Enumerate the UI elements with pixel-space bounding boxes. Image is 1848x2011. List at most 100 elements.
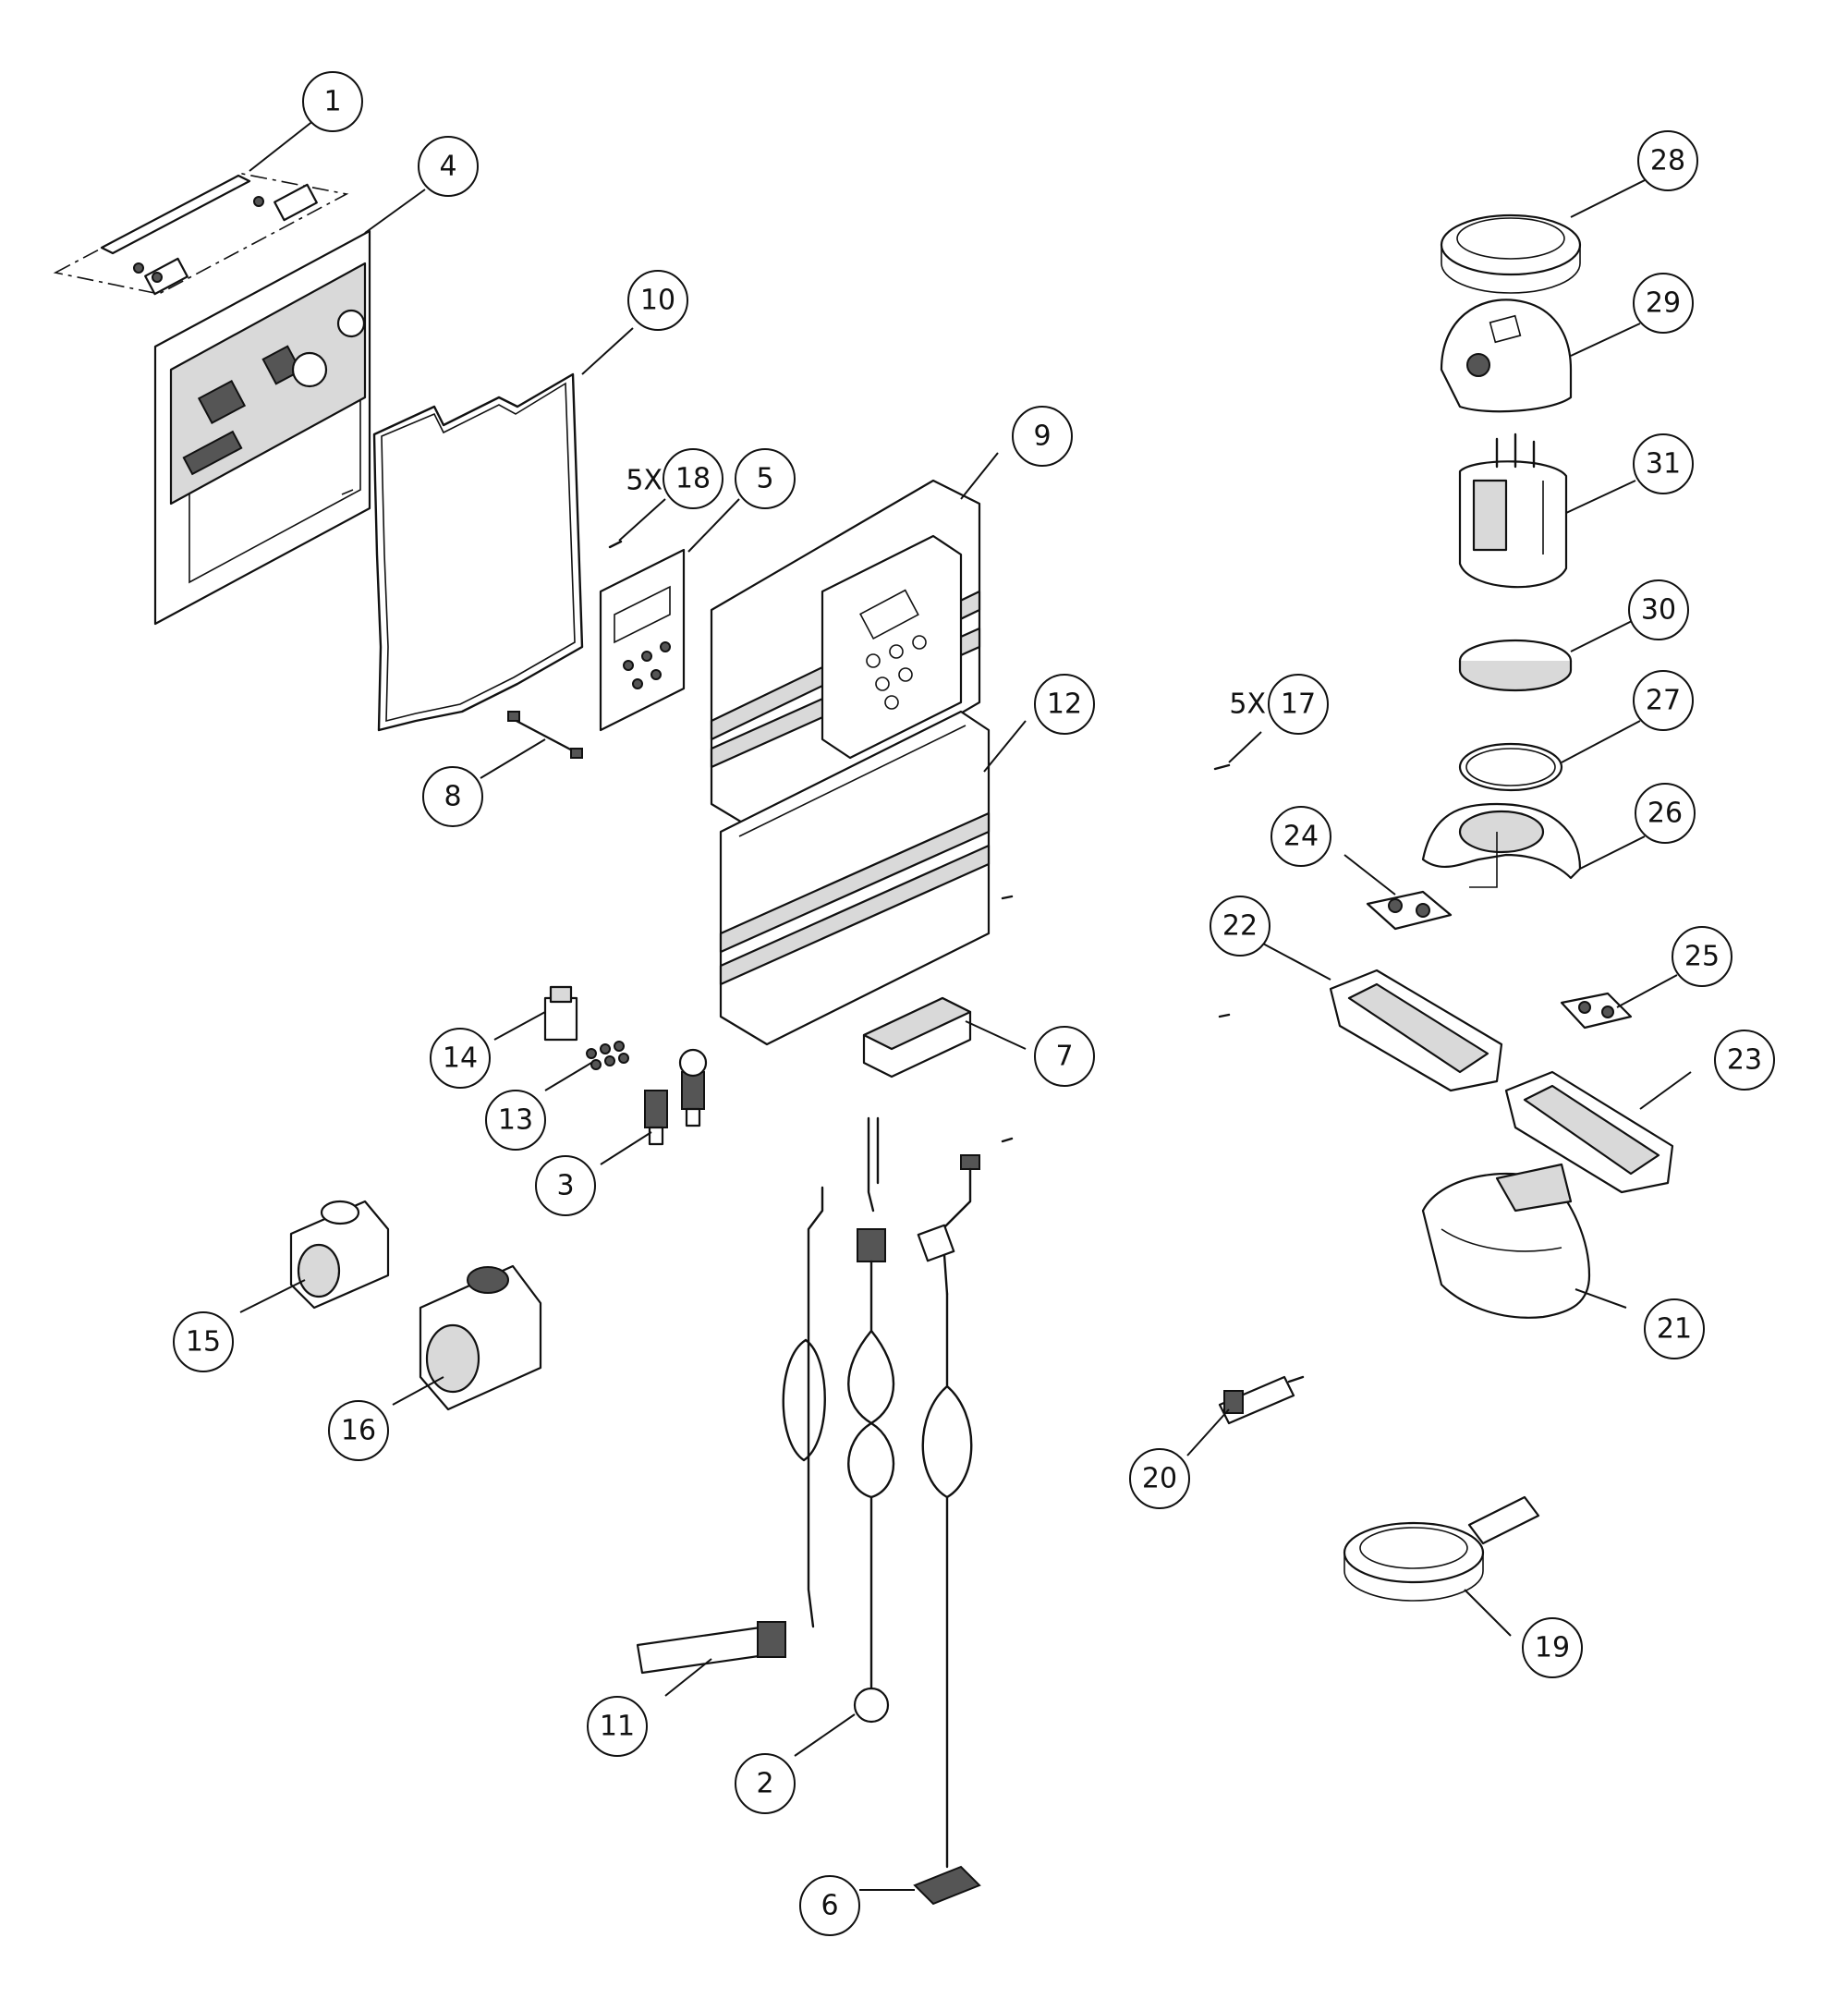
balloon-label: 15: [186, 1326, 221, 1359]
leader-19: [1464, 1589, 1512, 1637]
balloon-label: 14: [443, 1042, 478, 1075]
leader-13: [544, 1062, 592, 1091]
part-temperature-probe: [636, 1186, 826, 1675]
part-fitting: [543, 985, 578, 1042]
balloon-29: 29: [1633, 273, 1694, 334]
leader-18: [618, 498, 666, 542]
balloon-label: 17: [1281, 689, 1316, 721]
balloon-label: 8: [444, 781, 461, 813]
leader-16: [392, 1376, 444, 1406]
part-gasket: [372, 372, 584, 732]
balloon-label: 19: [1535, 1632, 1570, 1664]
leader-1: [249, 119, 315, 172]
part-o-rings: [586, 1041, 629, 1070]
balloon-13: 13: [485, 1090, 546, 1151]
balloon-12: 12: [1034, 674, 1095, 735]
leader-4: [364, 189, 426, 234]
balloon-label: 12: [1047, 689, 1082, 721]
leader-8: [480, 738, 546, 779]
balloon-label: 7: [1055, 1041, 1073, 1073]
balloon-27: 27: [1633, 670, 1694, 731]
balloon-7: 7: [1034, 1026, 1095, 1087]
balloon-label: 1: [323, 86, 341, 118]
balloon-9: 9: [1012, 406, 1073, 467]
leader-9: [960, 452, 999, 500]
balloon-19: 19: [1522, 1617, 1583, 1678]
balloon-16: 16: [328, 1400, 389, 1461]
balloon-14: 14: [430, 1028, 491, 1089]
part-power-cable: [847, 1116, 895, 1724]
balloon-25: 25: [1672, 926, 1732, 987]
balloon-label: 3: [556, 1170, 574, 1202]
balloon-label: 24: [1283, 821, 1319, 853]
leader-20: [1186, 1408, 1230, 1456]
part-display-board: [599, 548, 686, 732]
leader-15: [239, 1279, 306, 1313]
balloon-label: 13: [498, 1104, 533, 1137]
balloon-6: 6: [799, 1875, 860, 1936]
part-half-shell-22: [1329, 969, 1503, 1092]
part-union-nut: [1343, 1495, 1540, 1602]
balloon-31: 31: [1633, 433, 1694, 494]
leader-2: [794, 1713, 856, 1757]
part-flow-sensor-cable: [913, 1154, 981, 1906]
balloon-label: 16: [341, 1415, 376, 1447]
balloon-21: 21: [1644, 1298, 1705, 1359]
balloon-label: 20: [1142, 1463, 1177, 1495]
balloon-label: 27: [1646, 685, 1681, 717]
balloon-label: 21: [1657, 1313, 1692, 1346]
leader-21: [1574, 1288, 1627, 1309]
balloon-20: 20: [1129, 1448, 1190, 1509]
part-front-cover: [710, 479, 981, 834]
leader-11: [664, 1658, 712, 1697]
balloon-label: 30: [1641, 594, 1676, 627]
balloon-label: 11: [600, 1711, 635, 1743]
balloon-8: 8: [422, 766, 483, 827]
part-cell-body: [1421, 1163, 1591, 1319]
part-control-board-panel: [153, 229, 371, 626]
part-ribbon-cable: [507, 711, 583, 759]
leader-23: [1639, 1071, 1692, 1110]
balloon-label: 10: [640, 285, 675, 317]
leader-25: [1616, 974, 1678, 1008]
leader-17: [1228, 731, 1262, 763]
balloon-label: 25: [1684, 941, 1720, 973]
balloon-label: 2: [756, 1768, 773, 1800]
part-small-screws: [1001, 895, 1231, 1143]
part-cable-glands: [644, 1048, 708, 1146]
leader-5: [687, 498, 740, 553]
part-lower-cover: [719, 710, 991, 1046]
leader-30: [1570, 618, 1636, 652]
balloon-label: 9: [1033, 420, 1051, 453]
balloon-2: 2: [735, 1753, 796, 1814]
balloon-18: 18 5X: [626, 448, 723, 509]
leader-lines: [239, 119, 1692, 1891]
part-screw-18: [608, 540, 623, 549]
leader-22: [1260, 942, 1331, 981]
balloon-label: 18: [675, 463, 711, 495]
part-flow-switch: [1218, 1375, 1305, 1425]
balloon-30: 30: [1628, 579, 1689, 640]
leader-10: [581, 327, 634, 375]
leader-14: [493, 1011, 546, 1041]
part-cell-housing-top: [1421, 802, 1582, 888]
leader-26: [1579, 835, 1646, 870]
leader-7: [965, 1020, 1027, 1050]
leader-27: [1561, 720, 1641, 763]
balloon-17: 17 5X: [1229, 674, 1329, 735]
balloon-15: 15: [173, 1311, 234, 1372]
part-electrode-cell: [1458, 433, 1568, 589]
balloon-1: 1: [302, 71, 363, 132]
balloon-24: 24: [1270, 806, 1331, 867]
balloon-label: 23: [1727, 1044, 1762, 1077]
part-saddle-clamp-small: [289, 1200, 390, 1310]
balloon-label: 5: [756, 463, 773, 495]
leader-3: [600, 1131, 652, 1165]
balloon-label: 28: [1650, 145, 1685, 177]
part-lock-ring: [1440, 213, 1582, 294]
quantity-label: 5X: [1229, 689, 1266, 721]
part-saddle-clamp-large: [419, 1264, 542, 1411]
part-o-ring-large: [1458, 742, 1563, 792]
balloon-28: 28: [1637, 130, 1698, 191]
leader-28: [1570, 179, 1646, 218]
